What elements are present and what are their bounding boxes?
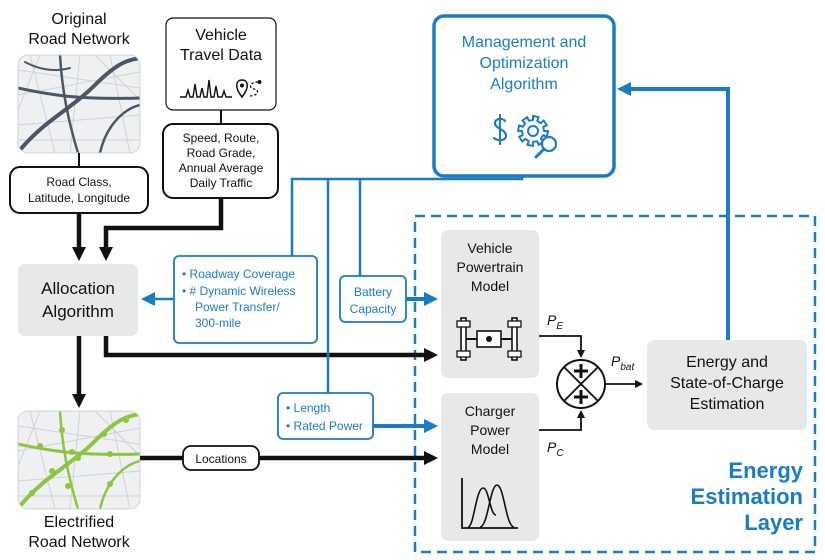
pbat-label: Pbat [611, 353, 635, 373]
arrow-allocation-to-powertrain [103, 336, 438, 362]
powertrain-icon [456, 317, 522, 361]
magnifier-icon [534, 135, 558, 159]
map-original-icon [18, 55, 140, 153]
dollar-icon [492, 114, 508, 145]
multiply-sum-icon [556, 359, 606, 409]
allocation-algorithm-box [18, 264, 138, 336]
arrow-pc-to-junction [539, 410, 585, 431]
charger-model-box [441, 393, 539, 541]
gear-icon [517, 115, 549, 147]
energy-soc-box [647, 340, 807, 430]
management-box [432, 14, 616, 178]
pe-label: PE [547, 312, 563, 332]
line-management-bus [290, 176, 524, 393]
locations-box [182, 445, 260, 471]
length-power-label: • Length• Rated Power [286, 401, 363, 433]
arrow-pe-to-junction [539, 335, 585, 358]
map-electrified-icon [18, 411, 140, 509]
road-attributes-box [9, 166, 149, 214]
pc-label: PC [547, 439, 564, 459]
travel-data-icon [180, 79, 262, 99]
bell-curves-icon [461, 478, 518, 529]
length-power-box [277, 392, 374, 440]
road-attributes-label: Road Class,Latitude, Longitude [28, 175, 130, 205]
energy-estimation-layer-box [413, 214, 817, 554]
arrow-travel-attrs-to-allocation [99, 198, 224, 261]
arrow-energy-to-management [617, 82, 730, 340]
locations-label: Locations [195, 452, 246, 466]
